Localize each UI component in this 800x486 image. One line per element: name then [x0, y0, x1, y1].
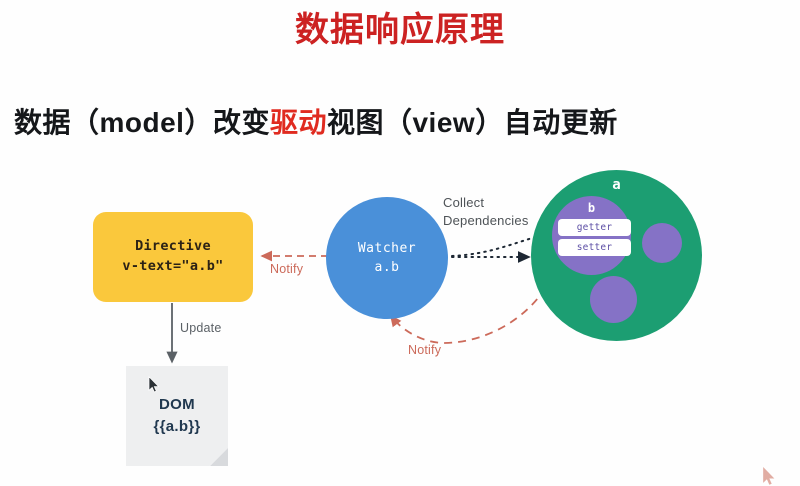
property-label: b — [587, 201, 596, 215]
subtitle-highlight: 驱动 — [269, 107, 327, 138]
slide-subtitle: 数据（model）改变驱动视图（view）自动更新 — [14, 101, 618, 141]
getter-label: getter — [576, 222, 613, 233]
node-property-b[interactable]: b getter setter — [552, 196, 631, 275]
reactivity-diagram: Directive v-text="a.b" Watcher a.b a b g… — [0, 150, 800, 486]
page-title: 数据响应原理 — [295, 11, 505, 49]
getter-box[interactable]: getter — [558, 219, 631, 236]
data-object-label: a — [612, 177, 621, 193]
label-notify-directive: Notify — [270, 262, 304, 276]
property-blob-bottom — [590, 276, 637, 323]
dom-line-1: DOM — [159, 396, 195, 413]
directive-line-2: v-text="a.b" — [122, 258, 224, 274]
subtitle-part-before: 数据（model）改变 — [14, 107, 270, 138]
subtitle-part-after: 视图（view）自动更新 — [326, 107, 618, 138]
node-watcher[interactable]: Watcher a.b — [326, 197, 448, 319]
mouse-cursor-icon — [148, 376, 160, 393]
corner-cursor-icon — [763, 467, 775, 485]
setter-box[interactable]: setter — [558, 239, 631, 256]
label-collect-dependencies: Collect Dependencies — [443, 194, 529, 229]
watcher-line-1: Watcher — [357, 240, 417, 256]
dom-paper — [126, 366, 228, 466]
node-data-object[interactable]: a b getter setter — [531, 170, 702, 341]
property-blob-right — [642, 223, 682, 263]
collect-dependencies-line-1: Collect — [443, 195, 485, 210]
node-directive[interactable]: Directive v-text="a.b" — [93, 212, 253, 302]
directive-line-1: Directive — [135, 238, 211, 255]
dom-text: DOM {{a.b}} — [126, 394, 228, 438]
label-update-dom: Update — [180, 321, 222, 335]
setter-label: setter — [576, 242, 613, 253]
dom-line-2: {{a.b}} — [153, 417, 201, 435]
collect-dependencies-line-2: Dependencies — [443, 212, 529, 228]
node-dom[interactable]: DOM {{a.b}} — [126, 366, 228, 466]
label-notify-watcher: Notify — [408, 343, 442, 357]
watcher-line-2: a.b — [374, 260, 400, 275]
